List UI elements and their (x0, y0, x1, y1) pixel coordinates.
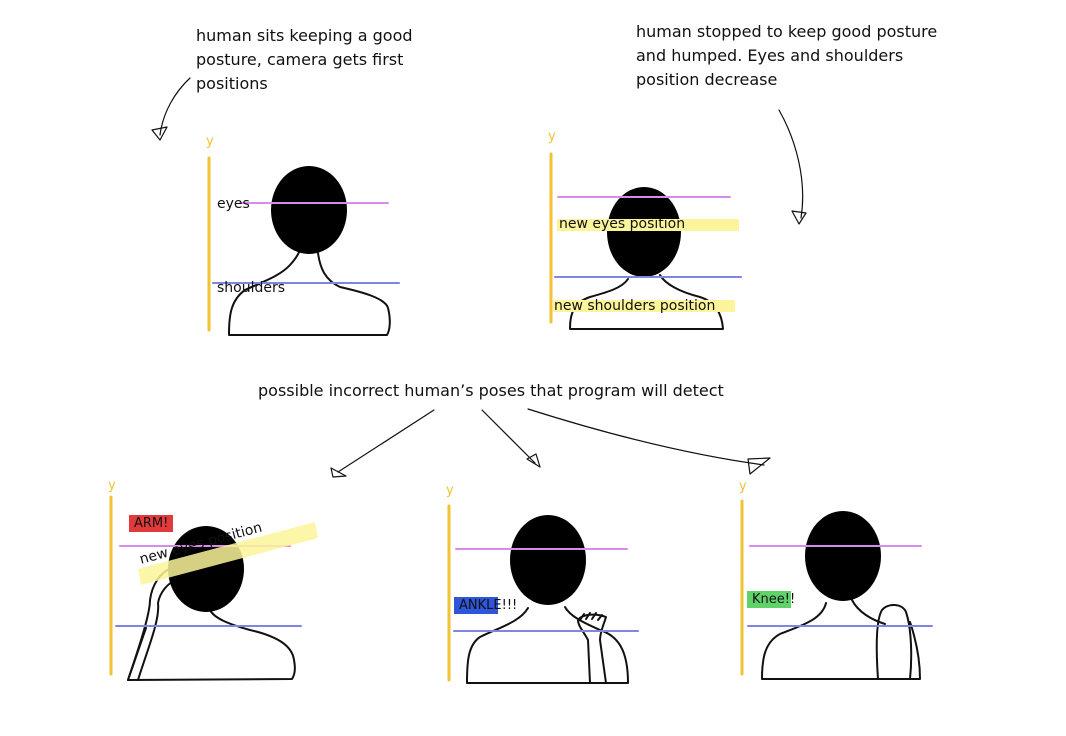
arrow-to-arm-pose (337, 409, 435, 473)
y-axis-label: y (108, 478, 116, 493)
eyes-label: eyes (217, 196, 250, 212)
panel-ankle-pose (447, 504, 639, 684)
raised-knee-outline (875, 604, 913, 680)
arrow-to-knee-pose (527, 408, 765, 466)
knee-tag-exclaim: !! (784, 592, 796, 607)
arrow-head-icon (791, 210, 807, 225)
arrow-head-icon (526, 453, 541, 468)
ankle-tag-box (454, 597, 498, 614)
panel-knee-pose (740, 499, 933, 680)
arm-tag: ARM! (134, 516, 169, 531)
caption-humped: human stopped to keep good posture and h… (636, 22, 938, 89)
shoulders-label: shoulders (217, 280, 286, 296)
ankle-tag-exclaim: !!! (501, 598, 518, 613)
arrows (151, 77, 807, 478)
y-axis-label: y (446, 483, 454, 498)
raised-foot-outline (577, 613, 607, 684)
raised-arm-outline (127, 567, 177, 681)
torso-outline (761, 599, 921, 680)
torso-outline (569, 274, 724, 330)
tilted-eyes-highlight (138, 522, 318, 585)
arrow-head-icon (747, 457, 771, 475)
knee-tag: Knee!! (747, 592, 795, 608)
head (805, 511, 881, 601)
arrow-good-posture (159, 77, 191, 136)
panel-humped (549, 152, 742, 330)
new-eyes-highlight (557, 219, 739, 231)
head (607, 187, 681, 277)
caption-good-posture: human sits keeping a good posture, camer… (196, 26, 413, 93)
new-eyes-position-label: new eyes position (559, 216, 686, 232)
torso-outline (127, 609, 296, 681)
y-axis-label: y (548, 129, 556, 144)
panel-arm-pose (109, 495, 318, 681)
arm-tag-box (129, 515, 173, 532)
arrow-head-icon (151, 126, 168, 141)
ankle-tag: ANKLE!!! (454, 598, 517, 614)
arrow-humped (778, 109, 804, 219)
arrow-head-icon (330, 467, 347, 478)
head (271, 166, 347, 254)
knee-tag-text: Knee (752, 592, 785, 607)
ankle-tag-text: ANKLE (459, 598, 502, 613)
panel-good-posture (207, 156, 400, 336)
new-shoulders-position-label: new shoulders position (554, 298, 716, 314)
y-axis-label: y (206, 134, 214, 149)
caption-incorrect-poses: possible incorrect human’s poses that pr… (258, 381, 724, 400)
toes-outline (579, 612, 603, 621)
new-shoulders-highlight (553, 300, 735, 312)
head (510, 515, 586, 605)
arrow-to-ankle-pose (481, 409, 536, 464)
y-axis-label: y (739, 479, 747, 494)
knee-tag-box (747, 591, 791, 608)
